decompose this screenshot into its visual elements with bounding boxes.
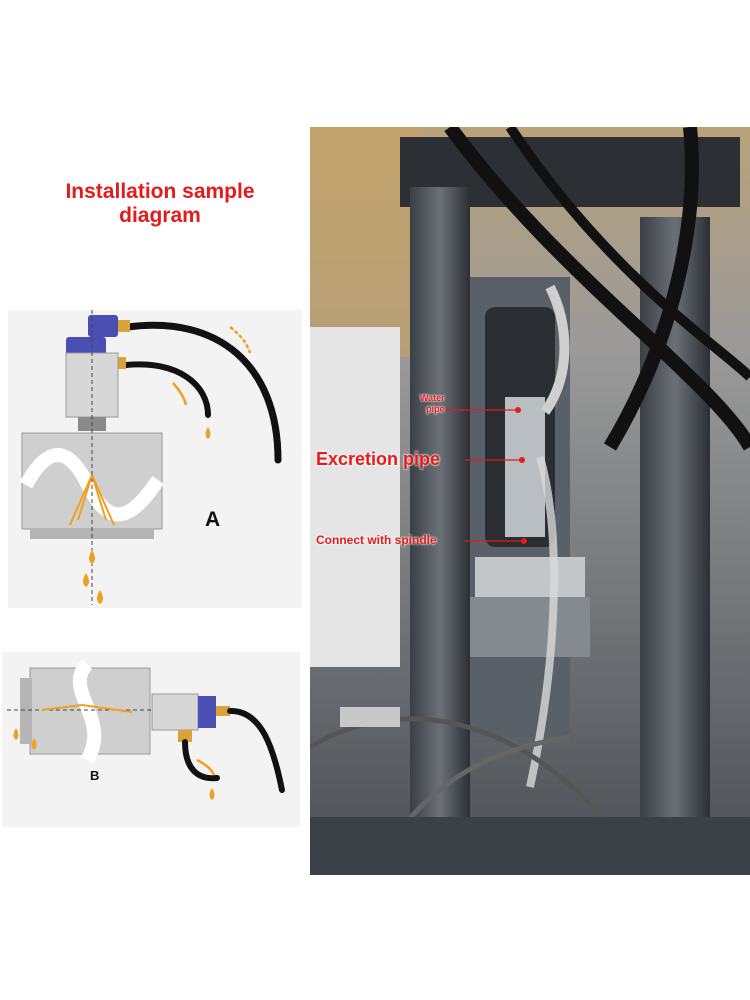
rotary-joint-b [151, 693, 199, 731]
machine-photo [310, 127, 750, 875]
water-pipe-callout: Water pipe [420, 393, 445, 415]
title-line-2: diagram [119, 204, 201, 227]
water-pipe-line-1: Water [420, 393, 445, 403]
outer-hose [124, 321, 282, 464]
diagram-b-label: B [90, 768, 100, 783]
rotary-joint-photo [505, 397, 545, 537]
connector-mid [66, 337, 106, 355]
diagram-a-label: A [205, 508, 221, 531]
diagram-a-illustration [19, 310, 282, 605]
inner-hose [123, 361, 211, 418]
diagram-b-illustration [7, 659, 285, 800]
connect-spindle-callout: Connect with spindle [316, 533, 437, 547]
excretion-pipe-callout: Excretion pipe [316, 449, 441, 469]
connector-top [88, 315, 118, 337]
title-line-1: Installation sample [65, 180, 255, 203]
diagram-title: Installation sample diagram [40, 180, 280, 228]
water-pipe-line-2: pipe [426, 404, 445, 414]
